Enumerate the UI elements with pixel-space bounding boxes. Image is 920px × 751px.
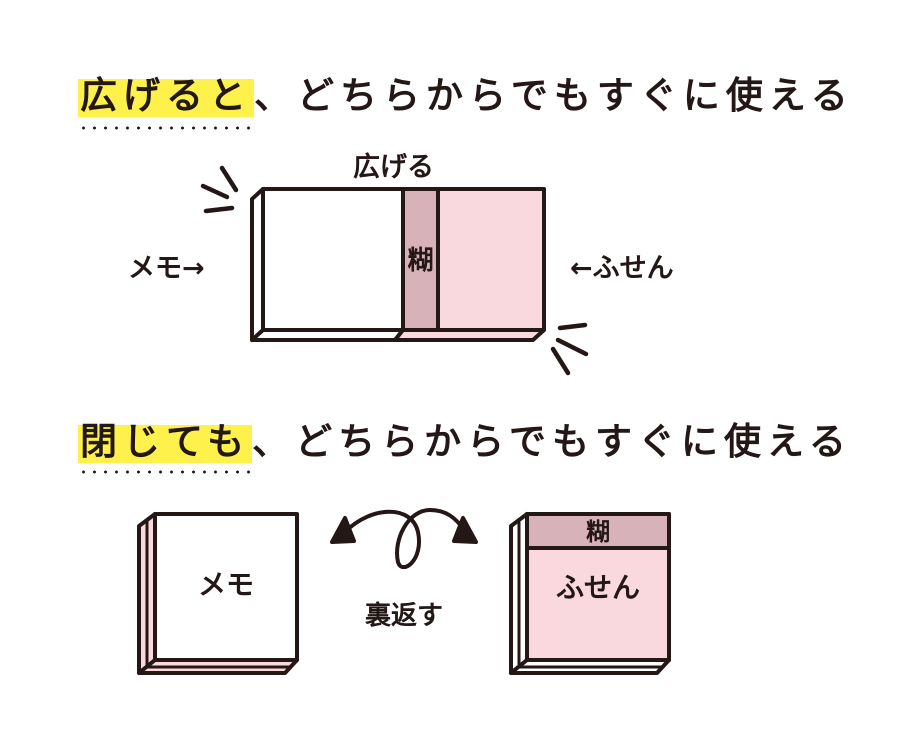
closed-memo-pad: [137, 512, 299, 675]
flip-label: 裏返す: [365, 600, 443, 631]
dotted-underline-spread: [78, 126, 250, 130]
burst-lines-bottom-right: [550, 322, 589, 376]
glue-label-horizontal: 糊: [586, 518, 610, 546]
flip-arrow-head-right: [452, 516, 478, 544]
closed-memo-top: [153, 512, 299, 662]
dotted-underline-closed: [78, 470, 250, 474]
glue-strip-vertical: [401, 187, 440, 332]
closed-fusen-pad: [509, 512, 671, 675]
closed-memo-label: メモ: [198, 568, 254, 601]
heading-spread-rest: 、どちらからでもすぐに使える: [254, 74, 854, 117]
heading-closed-rest: 、どちらからでもすぐに使える: [252, 420, 852, 463]
opened-pad: [250, 187, 546, 342]
flip-arrow-head-left: [330, 516, 356, 544]
heading-spread: 広げると、どちらからでもすぐに使える: [78, 72, 854, 120]
heading-closed: 閉じても、どちらからでもすぐに使える: [78, 418, 852, 466]
glue-label-vertical: 糊: [407, 246, 433, 276]
heading-spread-highlight: 広げると: [78, 74, 254, 117]
heading-closed-highlight: 閉じても: [78, 420, 253, 463]
spread-label: 広げる: [353, 152, 434, 183]
closed-fusen-label: ふせん: [556, 571, 640, 604]
memo-arrow-label: メモ→: [128, 253, 205, 284]
flip-arrow: [330, 507, 478, 570]
glue-strip-horizontal: [525, 512, 671, 550]
burst-lines-top-left: [200, 165, 239, 214]
fusen-arrow-label: ←ふせん: [570, 253, 674, 284]
memo-page: [261, 187, 405, 332]
